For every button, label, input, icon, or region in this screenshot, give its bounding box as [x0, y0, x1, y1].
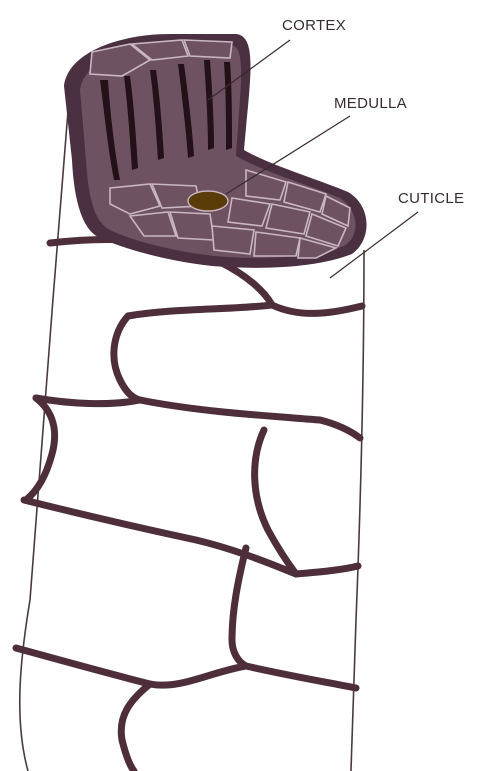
- cortex-cell: [170, 212, 214, 240]
- cuticle-label: CUTICLE: [398, 190, 464, 207]
- medulla: [188, 191, 228, 211]
- cortex-cell: [212, 226, 254, 254]
- cortex-cell: [184, 40, 232, 58]
- cross-section: [64, 34, 367, 268]
- medulla-label: MEDULLA: [334, 95, 407, 112]
- cortex-label: CORTEX: [282, 17, 346, 34]
- cortex-cell: [228, 198, 270, 226]
